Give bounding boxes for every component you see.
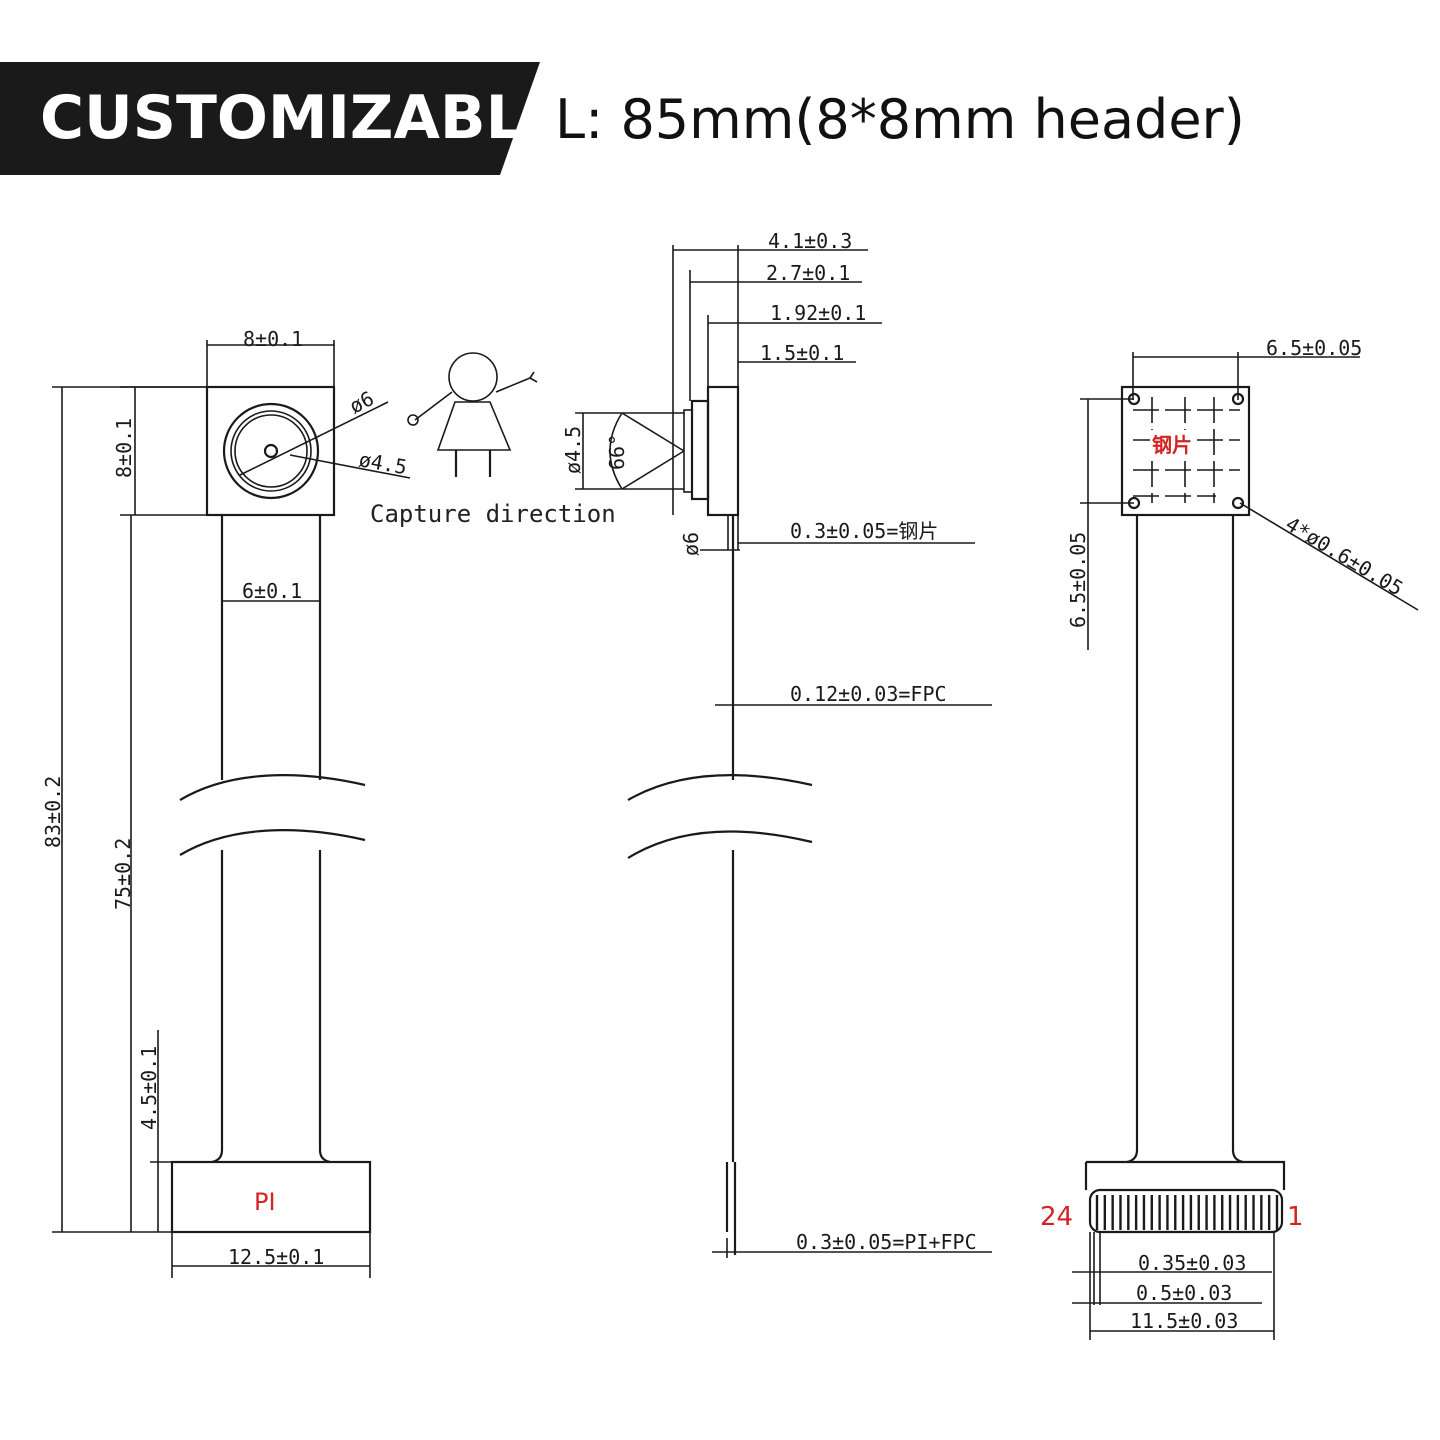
banner-label: CUSTOMIZABLE (40, 83, 565, 153)
dim-connector-width-lines (171, 1232, 371, 1278)
lens-inner-circle (234, 414, 308, 488)
person-legs-icon (454, 450, 492, 477)
dim-b-lines (689, 270, 862, 401)
flex-upper (220, 515, 322, 780)
dim-pin-pitch: 0.5±0.03 (1136, 1281, 1232, 1305)
person-head-icon (448, 352, 498, 402)
dim-header-width-lines (206, 340, 335, 387)
dim-total-length: 83±0.2 (41, 776, 65, 848)
dim-pin-width: 0.35±0.03 (1138, 1251, 1246, 1275)
back-header-square (1120, 385, 1251, 517)
break-line-bottom (179, 829, 366, 856)
dim-d-lines (737, 245, 856, 387)
fov-lines (621, 412, 685, 490)
side-lens-front (683, 409, 693, 493)
steel-label-bg (1150, 430, 1196, 460)
dim-steel-height-lines (1080, 398, 1134, 650)
dim-header-width: 8±0.1 (243, 327, 303, 351)
side-lens-barrel (690, 399, 710, 501)
dim-steel-height: 6.5±0.05 (1066, 532, 1090, 628)
dim-total-length-lines (52, 386, 207, 1233)
side-break-top (627, 774, 813, 801)
flex-lower (211, 850, 331, 1164)
banner-background (0, 62, 540, 175)
back-contacts-box (1088, 1188, 1284, 1234)
hole-bottom-right-icon (1231, 496, 1245, 510)
dim-connector-length: 4.5±0.1 (137, 1046, 161, 1130)
steel-label: 钢片 (1152, 433, 1192, 457)
lens-outer-circle (222, 402, 320, 500)
dim-connector-width: 12.5±0.1 (228, 1245, 324, 1269)
back-view: 钢片 24 1 6.5±0.05 6.5±0.05 4*ø0.6±0.05 0.… (1040, 336, 1419, 1340)
dim-lens-outer-leader (239, 401, 389, 476)
lens-center (263, 443, 279, 459)
dim-lens-inner-leader (289, 454, 411, 479)
dim-connector-length-lines (150, 1030, 172, 1232)
person-body-icon (436, 401, 512, 451)
steel-thickness-lines (727, 515, 975, 550)
dim-side-lens-lines (575, 412, 684, 490)
back-flex (1126, 515, 1244, 1164)
side-break-bottom (627, 830, 813, 859)
back-connector-outline (1084, 1160, 1286, 1190)
header-banner: CUSTOMIZABLE L: 85mm(8*8mm header) (0, 62, 1245, 175)
capture-label: Capture direction (370, 500, 616, 528)
dim-fpc-thickness: 0.12±0.03=FPC (790, 682, 947, 706)
front-header-square (205, 385, 336, 517)
dim-back-connector-lines (1089, 1232, 1275, 1340)
dim-a-lines (672, 245, 868, 515)
pi-label-bg (248, 1180, 292, 1216)
dim-pin-lines (1093, 1232, 1101, 1305)
dim-d: 1.5±0.1 (760, 341, 844, 365)
dim-back-connector-width: 11.5±0.03 (1130, 1309, 1238, 1333)
contact-pins (1095, 1195, 1279, 1230)
dim-steel-width-lines (1132, 352, 1360, 400)
side-view: 66° ø4.5 ø6 4.1±0.3 2.7±0.1 1.92±0.1 1.5… (561, 229, 992, 1258)
side-header-body (706, 385, 740, 517)
pin-left-label: 24 (1040, 1202, 1073, 1232)
break-line-top (179, 774, 366, 801)
dim-header-height: 8±0.1 (112, 418, 136, 478)
pin-right-label: 1 (1287, 1202, 1304, 1232)
dim-flex-length: 75±0.2 (111, 838, 135, 910)
side-tail (725, 1162, 737, 1255)
lens-ring (230, 410, 312, 492)
dim-lens-outer: ø6 (345, 386, 377, 418)
dim-c-lines (707, 315, 882, 387)
dim-b: 2.7±0.1 (766, 261, 850, 285)
person-hand-icon (407, 414, 419, 426)
person-arms-icon (414, 371, 538, 421)
dim-c: 1.92±0.1 (770, 301, 866, 325)
fov-arc (609, 412, 623, 490)
front-view: PI 8±0.1 8±0.1 ø6 ø4.5 6±0.1 83±0.2 75±0… (41, 327, 411, 1278)
dim-fov: 66° (605, 434, 629, 470)
dim-steel-width: 6.5±0.05 (1266, 336, 1362, 360)
pi-label: PI (254, 1188, 276, 1216)
dim-side-lens: ø4.5 (561, 426, 585, 474)
dim-flex-width: 6±0.1 (242, 579, 302, 603)
capture-direction-figure: Capture direction (370, 352, 616, 528)
dim-steel-thickness: 0.3±0.05=钢片 (790, 519, 938, 543)
dim-holes-leader (1239, 502, 1419, 611)
banner-subtitle: L: 85mm(8*8mm header) (555, 88, 1245, 151)
dim-tail-line (712, 1238, 992, 1258)
dim-holes: 4*ø0.6±0.05 (1281, 512, 1407, 601)
dim-tail-thickness: 0.3±0.05=PI+FPC (796, 1230, 977, 1254)
dim-barrel: ø6 (679, 532, 703, 556)
pi-stiffener (170, 1160, 372, 1234)
dim-lens-inner: ø4.5 (357, 447, 409, 479)
dim-a: 4.1±0.3 (768, 229, 852, 253)
